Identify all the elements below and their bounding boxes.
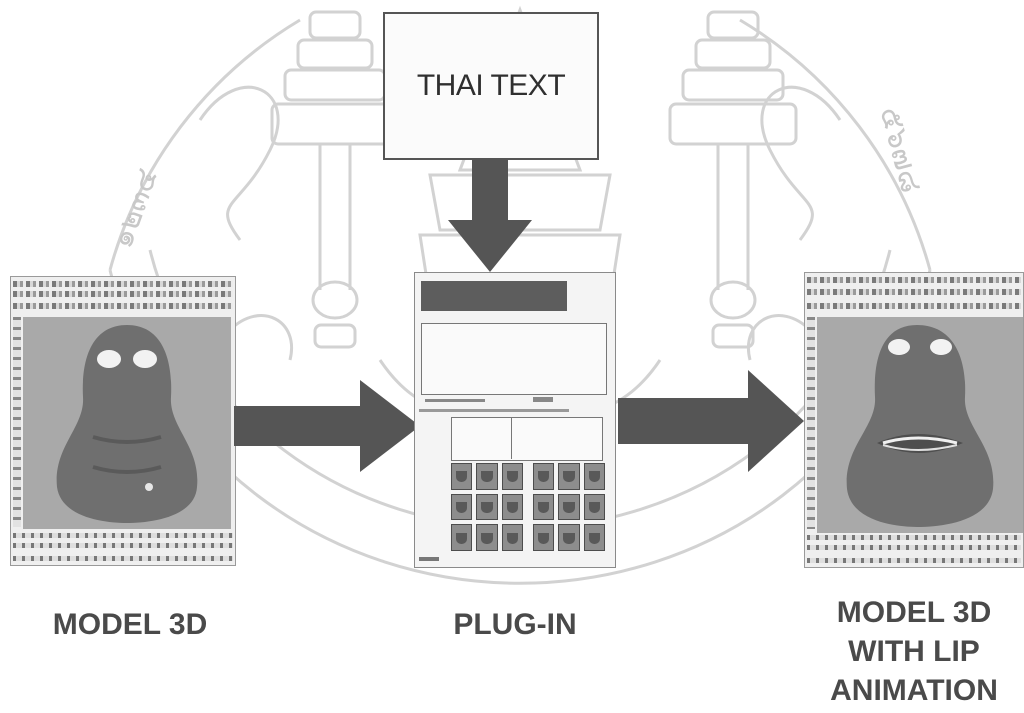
face-model-icon: [23, 317, 231, 529]
right-arrow-icon: [618, 370, 804, 472]
model-3d-screenshot: [10, 276, 236, 566]
face-model-icon: [817, 317, 1024, 533]
viseme-thumbnails-left: [451, 463, 523, 551]
plugin-preview: [451, 417, 603, 461]
down-arrow-icon: [448, 160, 532, 274]
plugin-text-area: [421, 323, 607, 395]
label-animation: ANIMATION: [804, 673, 1024, 709]
viseme-thumbnails-right: [533, 463, 605, 551]
svg-text:๑๒๓๔: ๑๒๓๔: [105, 164, 166, 253]
model-3d-lip-animation-screenshot: [804, 272, 1024, 568]
thai-text-label: THAI TEXT: [417, 69, 565, 103]
plugin-header: [421, 281, 567, 311]
label-model-3d: MODEL 3D: [20, 607, 240, 643]
thai-text-box: THAI TEXT: [383, 12, 599, 160]
plugin-window: [414, 272, 616, 568]
label-model-3d-right: MODEL 3D: [804, 595, 1024, 631]
label-plug-in: PLUG-IN: [410, 607, 620, 643]
svg-text:๕๖๗๘: ๕๖๗๘: [872, 103, 928, 197]
label-with-lip: WITH LIP: [804, 634, 1024, 670]
right-arrow-icon: [234, 380, 420, 472]
